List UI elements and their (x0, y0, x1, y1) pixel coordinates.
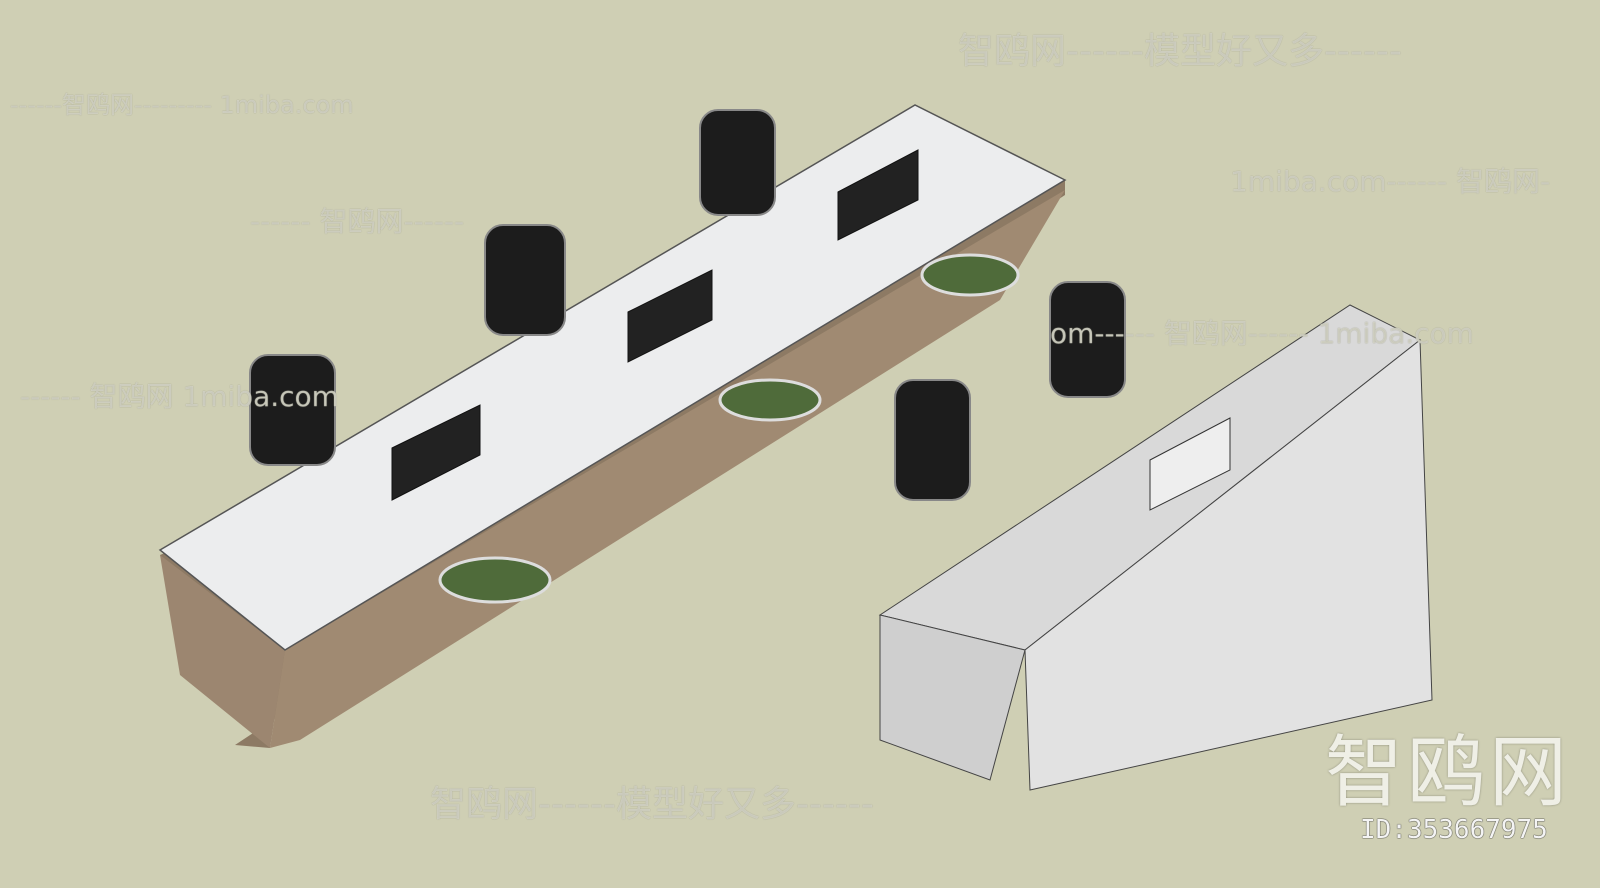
watermark-mid-left: ------ 智鸥网------ (250, 205, 465, 238)
chairs (249, 109, 1126, 501)
watermark-center-right: om------ 智鸥网------ 1miba.com (1050, 317, 1474, 350)
stools (438, 253, 1020, 604)
model-id-label: ID:353667975 (1360, 815, 1548, 845)
watermark-top: 智鸥网------模型好又多------ (958, 31, 1402, 72)
monitors (391, 149, 919, 501)
watermark-left-mid: ------ 智鸥网 1miba.com (20, 380, 339, 413)
watermark-bottom: 智鸥网------模型好又多------ (430, 784, 874, 825)
long-desk (158, 104, 1067, 748)
reception-counter (878, 304, 1433, 791)
watermark-left-site: ------智鸥网--------- 1miba.com (10, 91, 354, 119)
watermark-brand-logo: 智鸥网 (1325, 728, 1572, 818)
watermark-right-site: 1miba.com------ 智鸥网- (1230, 165, 1551, 198)
